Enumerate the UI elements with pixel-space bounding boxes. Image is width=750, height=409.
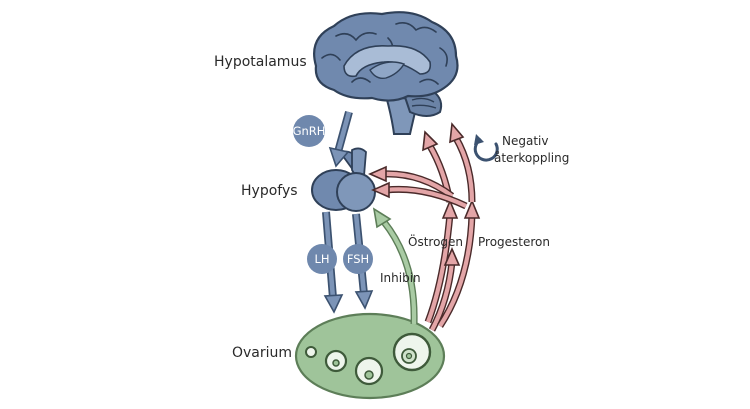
pituitary-label: Hypofys — [241, 183, 298, 199]
fsh-badge: FSH — [343, 244, 373, 274]
estrogen-arrow — [424, 198, 459, 324]
negative-feedback-label-line1: Negativ — [502, 134, 548, 148]
ovary-label: Ovarium — [232, 345, 292, 361]
gnrh-arrow — [328, 110, 353, 168]
estrogen-arrow-lower — [428, 247, 461, 332]
lh-badge-label: LH — [314, 252, 329, 266]
feedback-arrow-to-brain-2 — [449, 122, 476, 203]
gnrh-badge: GnRH — [293, 115, 326, 147]
feedback-arrow-to-pituitary-1 — [368, 165, 455, 199]
pituitary-icon — [311, 147, 376, 212]
feedback-arrow-to-pituitary-2 — [371, 181, 468, 210]
estrogen-label: Östrogen — [408, 233, 463, 249]
progesterone-arrow — [437, 198, 481, 328]
ovary-icon — [294, 312, 446, 400]
hypothalamus-label: Hypotalamus — [214, 54, 307, 70]
gnrh-badge-label: GnRH — [293, 124, 326, 138]
fsh-badge-label: FSH — [347, 252, 369, 266]
refresh-cycle-icon — [473, 134, 499, 162]
brain-icon — [313, 11, 459, 135]
inhibin-label: Inhibin — [380, 271, 421, 285]
progesterone-label: Progesteron — [478, 235, 550, 249]
lh-badge: LH — [307, 244, 337, 274]
negative-feedback-label-line2: återkoppling — [494, 151, 569, 165]
inhibin-arrow — [372, 207, 418, 325]
